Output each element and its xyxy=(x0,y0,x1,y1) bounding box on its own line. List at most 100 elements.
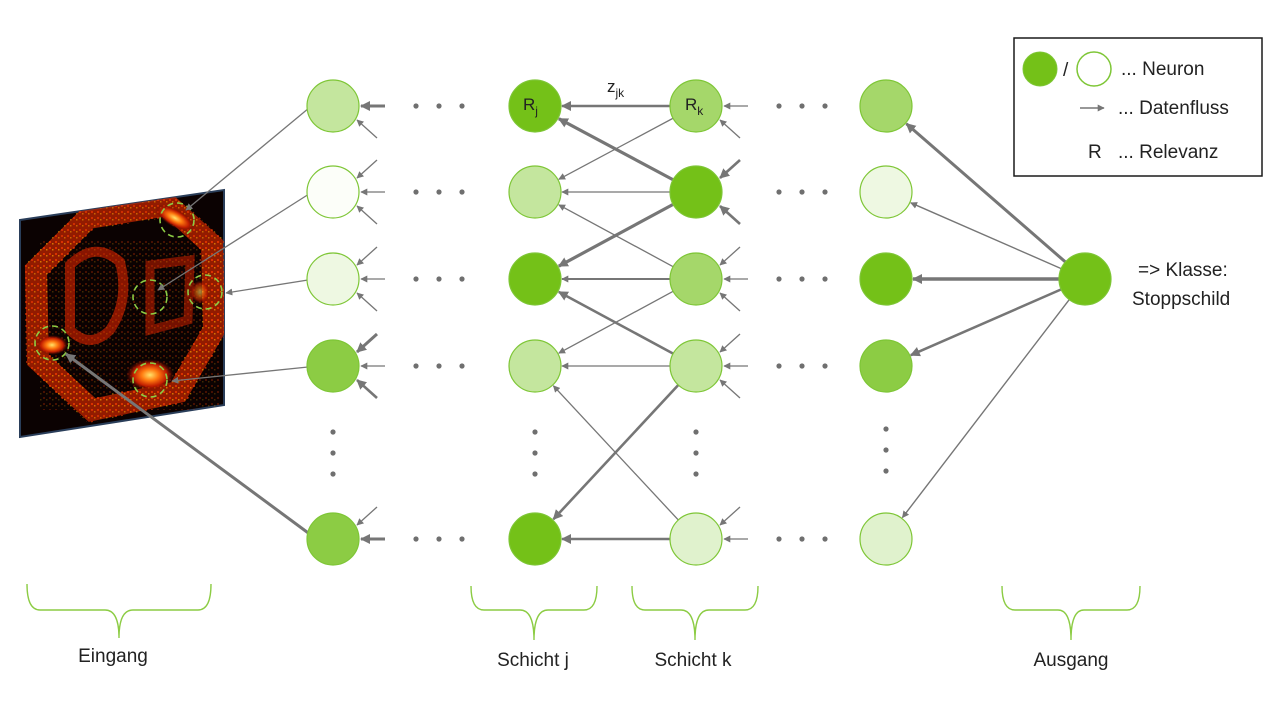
ellipsis-dot xyxy=(776,363,782,369)
ellipsis-dot xyxy=(330,471,336,477)
incoming-arrow xyxy=(356,506,378,526)
ellipsis-dot xyxy=(330,450,336,456)
neuron-layer1-1 xyxy=(306,165,360,219)
ellipsis-dot xyxy=(413,103,419,109)
ellipsis-dot xyxy=(883,447,889,453)
legend-flow-label: ... Datenfluss xyxy=(1118,98,1229,119)
incoming-arrow xyxy=(356,159,378,179)
incoming-arrow xyxy=(719,159,741,179)
ellipsis-dot xyxy=(883,468,889,474)
neuron-layer-k-2 xyxy=(669,252,723,306)
ellipsis-dot xyxy=(799,276,805,282)
incoming-arrow xyxy=(356,246,378,266)
ellipsis-dot xyxy=(799,189,805,195)
neuron-output-col-4 xyxy=(859,512,913,566)
relevance-arrows xyxy=(65,101,1070,544)
neuron-layer-k-3 xyxy=(669,339,723,393)
arrow-to-input xyxy=(65,352,312,537)
ellipsis-dot xyxy=(883,426,889,432)
incoming-arrow xyxy=(719,333,741,353)
neuron-layer-k-1 xyxy=(669,165,723,219)
neuron-layer-j-1 xyxy=(508,165,562,219)
ellipsis-dot xyxy=(822,103,828,109)
arrow-k-to-j xyxy=(557,117,674,182)
neuron-layer-j-0 xyxy=(508,79,562,133)
highlight-circle xyxy=(159,202,195,238)
neurons xyxy=(306,79,1112,566)
input-heatmap-image xyxy=(19,188,225,439)
ellipsis-dot xyxy=(822,536,828,542)
incoming-arrow xyxy=(356,119,378,139)
neuron-output-col-0 xyxy=(859,79,913,133)
ellipsis-dot xyxy=(459,276,465,282)
layer-label-input: Eingang xyxy=(78,646,148,667)
layer-label-j: Schicht j xyxy=(497,650,569,671)
neuron-output-col-2 xyxy=(859,252,913,306)
arrow-k-to-j xyxy=(552,385,679,521)
legend-relevance-symbol: R xyxy=(1088,142,1102,163)
legend-filled-neuron-icon xyxy=(1022,51,1058,87)
layer-braces xyxy=(26,583,1141,641)
ellipsis-dot xyxy=(799,363,805,369)
ellipsis-dot xyxy=(693,429,699,435)
ellipsis-dot xyxy=(532,429,538,435)
neuron-layer1-0 xyxy=(306,79,360,133)
legend: / ... Neuron ... Datenfluss R ... Releva… xyxy=(1013,37,1263,177)
ellipsis-dot xyxy=(459,363,465,369)
ellipsis-dot xyxy=(436,103,442,109)
zjk-label: zjk xyxy=(607,77,625,100)
arrow-final-to-out xyxy=(901,299,1070,519)
ellipsis-dot xyxy=(532,471,538,477)
neuron-output-col-3 xyxy=(859,339,913,393)
ellipsis-dot xyxy=(776,189,782,195)
ellipsis-dot xyxy=(822,363,828,369)
incoming-arrow xyxy=(356,379,378,399)
ellipsis-dot xyxy=(413,189,419,195)
ellipsis-dot xyxy=(776,103,782,109)
ellipsis-dot xyxy=(413,363,419,369)
layer-label-output: Ausgang xyxy=(1033,650,1108,671)
output-class-line2: Stoppschild xyxy=(1132,289,1230,310)
arrow-to-input xyxy=(185,107,310,211)
highlight-circle xyxy=(132,362,168,398)
neuron-layer1-3 xyxy=(306,339,360,393)
arrow-k-to-j xyxy=(558,204,674,268)
incoming-arrow xyxy=(356,292,378,312)
highlight-circle xyxy=(132,279,168,315)
rj-label: Rj xyxy=(523,95,538,118)
neuron-layer-j-4 xyxy=(508,512,562,566)
incoming-arrow xyxy=(356,205,378,225)
brace-output xyxy=(1001,585,1141,641)
neuron-layer-k-4 xyxy=(669,512,723,566)
legend-neuron-label: ... Neuron xyxy=(1121,59,1204,80)
ellipsis-dot xyxy=(822,189,828,195)
layer-label-k: Schicht k xyxy=(654,650,732,671)
arrow-final-to-out xyxy=(909,288,1062,357)
arrow-final-to-out xyxy=(910,202,1062,270)
arrow-final-to-out xyxy=(905,122,1067,264)
ellipsis-dot xyxy=(459,189,465,195)
arrow-to-input xyxy=(225,279,309,296)
neuron-layer-j-3 xyxy=(508,339,562,393)
ellipsis-dot xyxy=(436,536,442,542)
legend-slash: / xyxy=(1063,60,1069,81)
brace-layer-j xyxy=(470,585,598,641)
incoming-arrow xyxy=(719,292,741,312)
highlight-circle xyxy=(34,325,70,361)
incoming-arrow xyxy=(719,379,741,399)
ellipsis-dot xyxy=(413,276,419,282)
ellipsis-dot xyxy=(776,276,782,282)
ellipsis-dot xyxy=(459,536,465,542)
neuron-final-output xyxy=(1058,252,1112,306)
highlight-circle xyxy=(187,274,223,310)
incoming-arrow xyxy=(355,332,379,354)
incoming-arrow xyxy=(719,506,741,526)
ellipsis-dot xyxy=(693,471,699,477)
ellipsis-dot xyxy=(799,103,805,109)
incoming-arrow xyxy=(719,205,741,225)
legend-relevance-label: ... Relevanz xyxy=(1118,142,1218,163)
ellipsis-dot xyxy=(776,536,782,542)
output-class-line1: => Klasse: xyxy=(1138,260,1228,281)
ellipsis-dot xyxy=(532,450,538,456)
